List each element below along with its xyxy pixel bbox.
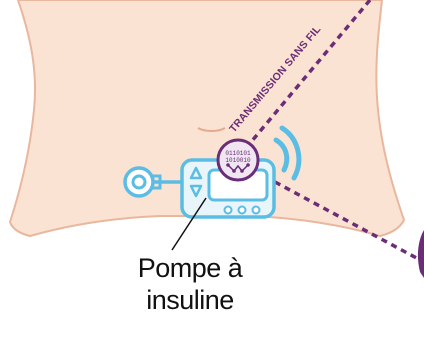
chip-code-top: 0110101 (225, 150, 251, 157)
receiver-device-edge (418, 230, 424, 278)
pump-label-line1: Pompe à (100, 252, 280, 284)
pump-label: Pompe à insuline (100, 252, 280, 316)
pump-label-line2: insuline (100, 284, 280, 316)
wireless-chip-icon: 0110101 1010010 (218, 140, 258, 180)
chip-code-bottom: 1010010 (225, 157, 251, 164)
